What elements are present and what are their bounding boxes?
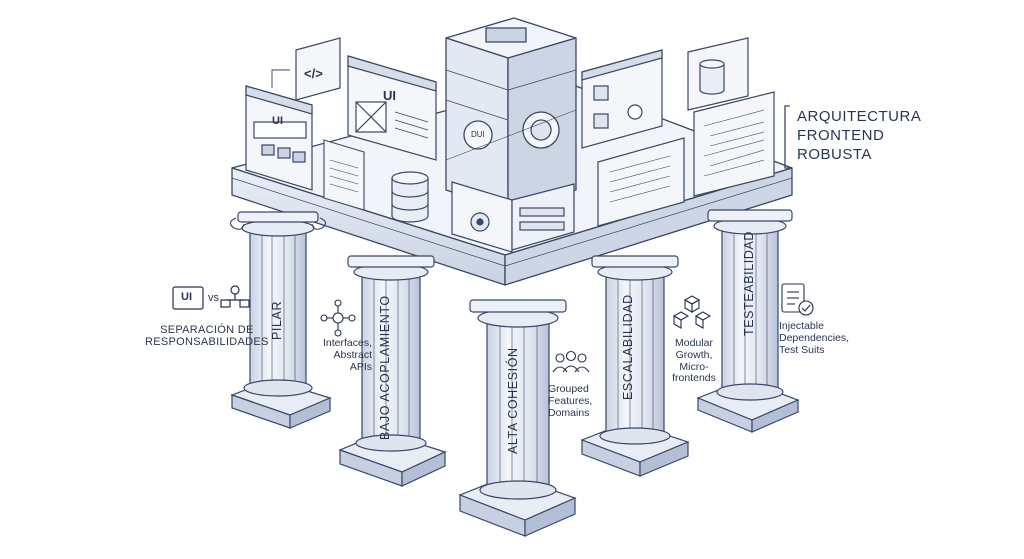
- column-5: [696, 209, 800, 433]
- title-bracket: [784, 105, 790, 169]
- code-panel-top: [271, 37, 341, 101]
- desc-line: Dependencies,: [779, 331, 850, 344]
- ui-window-icon: [172, 286, 204, 310]
- scalability-description: Modular Growth, Micro- frontends: [663, 337, 725, 385]
- desc-line: Features,: [548, 394, 593, 407]
- code-icon: </>: [304, 66, 323, 81]
- high-cohesion-description: Grouped Features, Domains: [548, 383, 593, 419]
- title-line-2: FRONTEND: [797, 126, 885, 144]
- hierarchy-icon: [220, 285, 250, 308]
- desc-line: Abstract: [333, 348, 372, 361]
- document-panel: [323, 139, 365, 211]
- low-coupling-description: Interfaces, Abstract APIs: [312, 337, 372, 373]
- ui-panel-left-label: UI: [272, 115, 283, 127]
- cubes-icon: [672, 295, 712, 329]
- vs-label: vs: [208, 292, 219, 304]
- ui-panel-left: [245, 85, 313, 191]
- network-node-icon: [320, 299, 356, 337]
- separation-label: SEPARACIÓN DE RESPONSABILIDADES: [145, 324, 269, 349]
- pillar-name-4: ESCALABILIDAD: [621, 294, 635, 400]
- lower-ui-panel: [451, 181, 575, 253]
- diagram-title: ARQUITECTURA FRONTEND ROBUSTA: [797, 108, 921, 164]
- title-line-3: ROBUSTA: [797, 145, 872, 163]
- column-4: [580, 255, 690, 477]
- column-3: [458, 299, 577, 537]
- code-panel-right: [693, 91, 775, 197]
- desc-line: Injectable: [779, 320, 824, 332]
- desc-line: Domains: [548, 406, 590, 419]
- pillar-name-3: ALTA COHESIÓN: [506, 347, 520, 454]
- database-panel: [687, 37, 749, 111]
- desc-line: Grouped: [548, 383, 589, 395]
- ui-panel-center: [347, 55, 437, 161]
- column-2: [338, 255, 447, 487]
- ui-badge: UI: [181, 291, 192, 303]
- desc-line: Modular: [675, 337, 713, 349]
- checklist-icon: [781, 283, 814, 316]
- component-panel: [581, 49, 663, 149]
- separation-line-2: RESPONSABILIDADES: [145, 336, 269, 349]
- pillar-name-2: BAJO ACOPLAMIENTO: [378, 295, 392, 440]
- desc-line: Interfaces,: [322, 337, 372, 349]
- cube-tag: DUI: [471, 130, 485, 139]
- desc-line: Growth,: [675, 348, 713, 361]
- database-center: [391, 171, 429, 223]
- separation-line-1: SEPARACIÓN DE: [160, 324, 254, 336]
- ui-panel-center-label: UI: [383, 88, 396, 103]
- code-panel-right-mid: [597, 137, 685, 227]
- title-line-1: ARQUITECTURA: [797, 108, 922, 125]
- testability-description: Injectable Dependencies, Test Suits: [779, 320, 850, 356]
- central-cube: [445, 17, 577, 211]
- pillar-name-1: PILAR: [270, 300, 284, 340]
- desc-line: Micro-: [679, 360, 709, 373]
- desc-line: Test Suits: [779, 343, 825, 356]
- desc-line: APIs: [349, 360, 372, 373]
- desc-line: frontends: [672, 372, 716, 385]
- pillar-name-5: TESTEABILIDAD: [742, 230, 756, 336]
- people-group-icon: [552, 350, 590, 373]
- column-1: [229, 211, 332, 429]
